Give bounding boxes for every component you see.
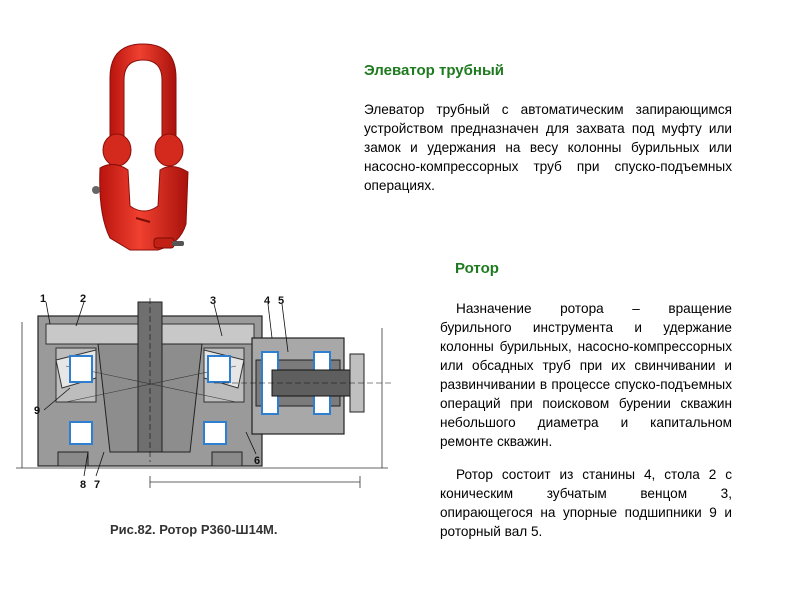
elevator-image — [92, 43, 189, 251]
callout-2: 2 — [80, 293, 86, 305]
elevator-description: Элеватор трубный с автоматическим запира… — [364, 102, 732, 193]
callout-9: 9 — [34, 405, 40, 417]
rotor-composition-paragraph: Ротор состоит из станины 4, стола 2 с ко… — [440, 467, 732, 539]
rotor-purpose-paragraph: Назначение ротора – вращение бурильного … — [440, 301, 732, 449]
callout-6: 6 — [254, 455, 260, 467]
rotor-heading: Ротор — [455, 260, 499, 277]
elevator-heading: Элеватор трубный — [364, 62, 504, 79]
rotor-drawing: 1 2 3 4 5 6 7 8 9 — [16, 293, 392, 491]
callout-4: 4 — [264, 295, 271, 307]
rotor-figure-caption: Рис.82. Ротор Р360-Ш14М. — [110, 522, 278, 537]
callout-8: 8 — [80, 479, 86, 491]
callout-5: 5 — [278, 295, 284, 307]
callout-7: 7 — [94, 479, 100, 491]
callout-1: 1 — [40, 293, 46, 305]
callout-3: 3 — [210, 295, 216, 307]
